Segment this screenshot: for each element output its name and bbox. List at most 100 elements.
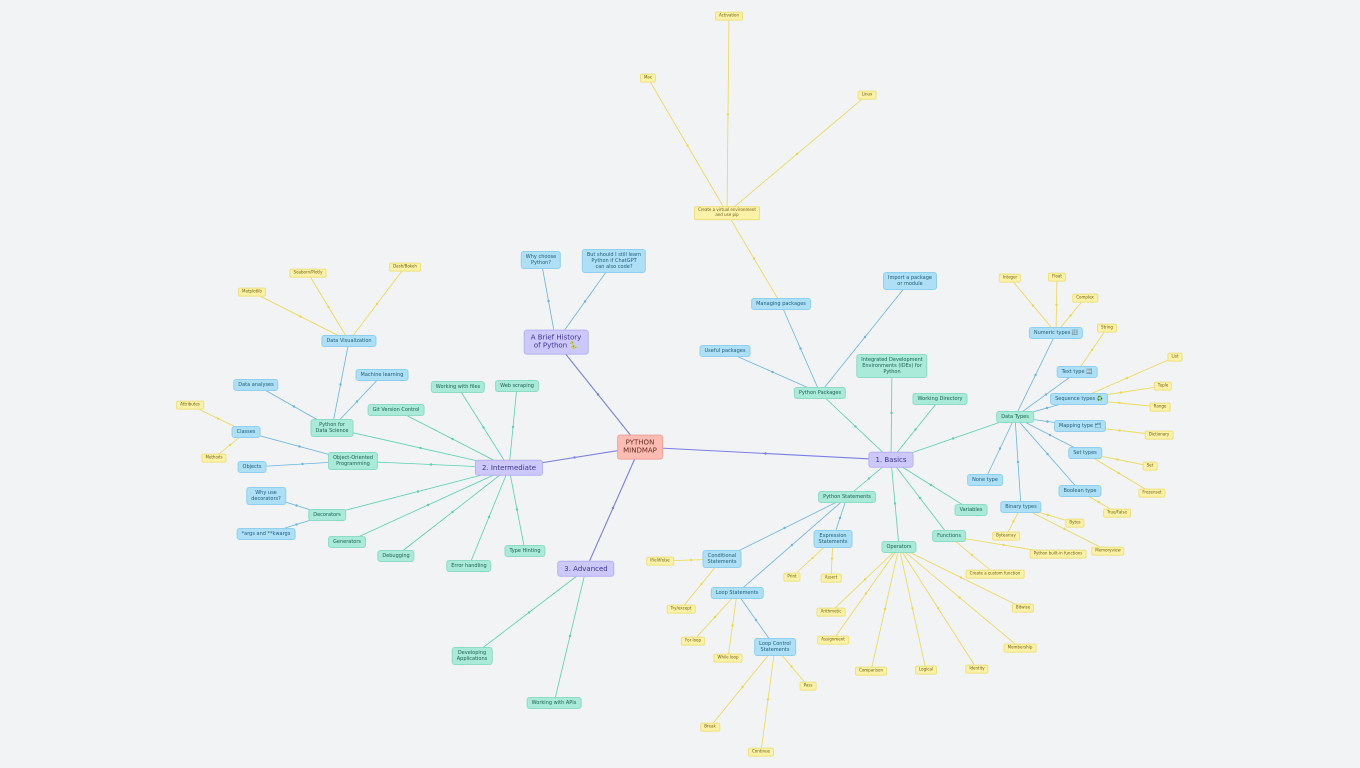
node-git-version-control[interactable]: Git Version Control [367,404,425,416]
node-arithmetic[interactable]: Arithmetic [816,607,846,617]
node-developing-applications[interactable]: Developing Applications [451,647,493,665]
node-numeric-types[interactable]: Numeric types 🔢 [1028,327,1084,339]
node-string[interactable]: String [1097,323,1117,333]
node-pass[interactable]: Pass [799,681,817,691]
edge-midpoint-node-working-directory [914,428,917,431]
node-assert[interactable]: Assert [820,573,842,583]
edge-midpoint-node-why-python [547,299,550,303]
node-working-directory[interactable]: Working Directory [912,393,968,405]
branch-history[interactable]: A Brief History of Python 🐍 [523,329,589,355]
node-memoryview[interactable]: Memoryview [1091,546,1125,556]
node-create-venv[interactable]: Create a virtual environment and use pip [694,206,760,220]
node-set[interactable]: Set [1142,461,1158,471]
node-classes[interactable]: Classes [231,426,261,438]
node-web-scraping[interactable]: Web scraping [495,380,539,392]
node-none-type[interactable]: None type [967,474,1003,486]
edge-midpoint-node-data-types [951,437,955,440]
edge-midpoint-node-debugging [451,510,454,514]
node-variables[interactable]: Variables [954,504,988,516]
node-matplotlib[interactable]: Matplotlib [238,287,266,297]
node-identity[interactable]: Identity [965,664,989,674]
node-while-loop[interactable]: While loop [713,653,743,663]
node-generators[interactable]: Generators [328,536,366,548]
node-python-packages[interactable]: Python Packages [793,387,847,399]
node-managing-packages[interactable]: Managing packages [751,298,811,310]
node-seaborn-plotly[interactable]: Seaborn/Plotly [289,268,327,278]
node-attributes[interactable]: Attributes [176,400,204,410]
node-functions[interactable]: Functions [932,530,966,542]
node-working-with-apis[interactable]: Working with APIs [526,697,582,709]
node-if-elif-else[interactable]: If/elif/else [646,556,674,566]
node-true-false[interactable]: True/False [1103,508,1131,518]
node-frozenset[interactable]: Frozenset [1138,488,1166,498]
node-operators[interactable]: Operators [881,541,917,553]
node-import-package[interactable]: Import a package or module [883,272,937,290]
node-debugging[interactable]: Debugging [377,550,415,562]
node-text-type[interactable]: Text type 🔤 [1056,366,1098,378]
node-python-data-science[interactable]: Python for Data Science [310,419,354,437]
node-objects[interactable]: Objects [237,461,267,473]
node-mac[interactable]: Mac [639,73,657,83]
node-list[interactable]: List [1167,352,1183,362]
node-boolean-type[interactable]: Boolean type [1058,485,1102,497]
node-tuple[interactable]: Tuple [1153,381,1173,391]
branch-advanced[interactable]: 3. Advanced [557,560,615,578]
node-print[interactable]: Print [783,572,801,582]
node-args-kwargs[interactable]: *args and **kwargs [236,528,296,540]
node-decorators[interactable]: Decorators [308,509,346,521]
branch-basics[interactable]: 1. Basics [868,451,914,469]
node-data-analyses[interactable]: Data analyses [233,379,279,391]
node-membership[interactable]: Membership [1003,643,1037,653]
node-useful-packages[interactable]: Useful packages [699,345,751,357]
node-loop-control[interactable]: Loop Control Statements [754,638,796,656]
node-binary-types[interactable]: Binary types [1000,501,1042,513]
node-builtin-functions[interactable]: Python built-in functions [1029,549,1087,559]
node-chatgpt-question[interactable]: But should I still learn Python if ChatG… [581,249,647,273]
central-topic[interactable]: PYTHON MINDMAP [617,434,663,460]
node-ides[interactable]: Integrated Development Environments (IDE… [856,354,928,378]
node-integer[interactable]: Integer [998,273,1022,283]
node-comparison[interactable]: Comparison [855,666,887,676]
node-why-decorators[interactable]: Why use decorators? [246,487,286,505]
node-dash-bokeh[interactable]: Dash/Bokeh [389,262,421,272]
node-linux[interactable]: Linux [857,90,877,100]
edge-midpoint-node-methods [228,443,232,447]
node-python-statements[interactable]: Python Statements [818,491,876,503]
node-set-types[interactable]: Set types [1068,447,1102,459]
node-conditional-statements[interactable]: Conditional Statements [702,550,742,568]
node-methods[interactable]: Methods [201,453,227,463]
node-oop[interactable]: Object-Oriented Programming [327,452,379,470]
node-bytearray[interactable]: Bytearray [992,531,1020,541]
edge-midpoint-node-pass [790,665,793,668]
node-sequence-types[interactable]: Sequence types ♻️ [1050,393,1108,405]
node-continue[interactable]: Continue [748,747,774,757]
branch-intermediate[interactable]: 2. Intermediate [474,459,544,477]
edge-midpoint-node-tuple [1119,391,1123,394]
edge-midpoint-node-python-statements [867,477,871,480]
node-custom-function[interactable]: Create a custom function [965,569,1025,579]
node-loop-statements[interactable]: Loop Statements [710,587,764,599]
node-error-handling[interactable]: Error handling [446,560,492,572]
node-for-loop[interactable]: For loop [680,636,706,646]
node-try-except[interactable]: Try/except [666,604,696,614]
node-data-types[interactable]: Data Types [996,411,1034,423]
edge-midpoint-node-type-hinting [515,508,519,511]
node-activation[interactable]: Activation [714,11,744,21]
node-bytes[interactable]: Bytes [1065,518,1085,528]
node-mapping-type[interactable]: Mapping type 🗂 [1053,420,1107,432]
node-machine-learning[interactable]: Machine learning [355,369,409,381]
node-type-hinting[interactable]: Type Hinting [504,545,546,557]
node-range[interactable]: Range [1149,402,1171,412]
node-logical[interactable]: Logical [914,665,938,675]
node-data-visualization[interactable]: Data Visualization [321,335,377,347]
node-why-python[interactable]: Why choose Python? [520,251,562,269]
node-working-with-files[interactable]: Working with files [430,381,486,393]
node-assignment[interactable]: Assignment [817,635,849,645]
node-bitwise[interactable]: Bitwise [1011,603,1035,613]
node-expression-statements[interactable]: Expression Statements [813,530,853,548]
node-dictionary[interactable]: Dictionary [1144,430,1174,440]
node-break[interactable]: Break [700,722,720,732]
node-float[interactable]: Float [1048,272,1066,282]
edge-midpoint-node-print [811,556,814,560]
node-complex[interactable]: Complex [1072,293,1098,303]
